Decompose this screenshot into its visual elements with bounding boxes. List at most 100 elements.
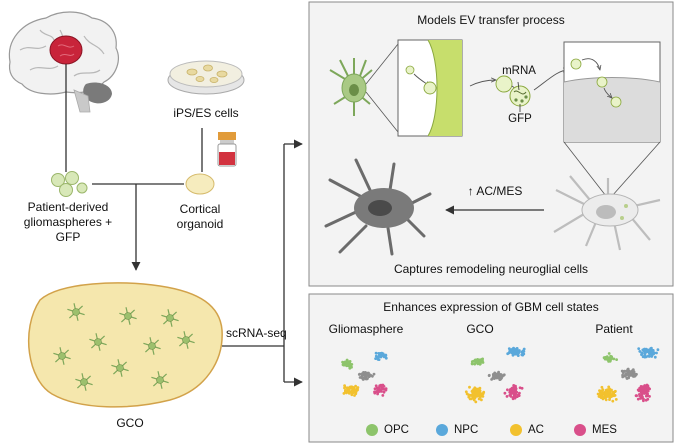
scatter-point (487, 374, 491, 377)
legend-npc: NPC (436, 424, 478, 436)
scatter-plot-1 (341, 351, 388, 397)
scatter-point (607, 390, 611, 394)
scatter-point (480, 398, 483, 402)
scatter-point (631, 368, 635, 372)
scatter-point (381, 394, 385, 397)
scatter-point (346, 359, 349, 363)
gco-green-cell (151, 371, 169, 389)
scatter-point (655, 351, 658, 355)
scatter-plots (341, 346, 660, 404)
plot-title-gliomasphere: Gliomasphere (328, 322, 404, 336)
scatter-point (343, 386, 346, 390)
scatter-plot-2 (464, 346, 526, 404)
scatter-point (634, 372, 638, 376)
scatter-point (602, 356, 606, 360)
scatter-point (646, 384, 649, 388)
scatter-point (626, 372, 630, 376)
patient-label-line-1: Patient-derived (27, 200, 109, 214)
scatter-point (380, 387, 383, 391)
scatter-point (374, 357, 377, 360)
scatter-point (373, 387, 377, 391)
scatter-point (374, 384, 378, 388)
scatter-point (512, 350, 516, 354)
scatter-point (606, 356, 609, 360)
gfp-cell-icon (329, 58, 373, 116)
ac-mes-label: ↑ AC/MES (467, 184, 523, 198)
scatter-point (379, 354, 382, 358)
scatter-point (606, 388, 610, 391)
scatter-point (650, 346, 653, 350)
legend-opc-swatch (366, 424, 378, 436)
scatter-point (506, 388, 509, 392)
scatter-point (474, 391, 478, 395)
gliomaspheres-icon (51, 171, 88, 197)
scatter-point (374, 354, 378, 358)
scatter-point (350, 393, 354, 397)
scatter-point (365, 373, 369, 377)
scatter-point (347, 389, 351, 393)
remodeled-glial-cell-icon (324, 158, 432, 256)
gco-green-cell (177, 331, 195, 349)
legend-npc-label: NPC (454, 424, 479, 436)
scatter-point (628, 372, 632, 376)
gco-green-cell (53, 347, 71, 365)
scatter-point (364, 371, 367, 374)
scatter-point (638, 393, 641, 396)
scatter-point (360, 376, 364, 379)
scatter-point (382, 390, 386, 394)
scatter-point (637, 347, 641, 350)
scatter-point (648, 395, 651, 398)
patient-label-line-3: GFP (55, 230, 81, 244)
gco-green-cell (67, 303, 85, 321)
scatter-point (520, 386, 524, 390)
scatter-point (480, 358, 483, 362)
scatter-point (470, 362, 474, 366)
plot-title-patient: Patient (595, 322, 633, 336)
scatter-point (345, 363, 349, 367)
scatter-point (623, 374, 627, 378)
reagent-vial-icon (217, 132, 237, 167)
scatter-point (517, 351, 520, 355)
gbm-states-panel (308, 293, 674, 443)
scatter-point (512, 387, 516, 391)
scatter-point (482, 390, 486, 394)
patient-gliomaspheres-label: Patient-derived gliomaspheres + GFP (8, 200, 128, 245)
brain-icon (8, 11, 119, 113)
scatter-point (515, 390, 519, 394)
scatter-point (372, 372, 376, 376)
scatter-point (358, 372, 362, 376)
scatter-point (609, 357, 613, 360)
scatter-point (601, 391, 604, 395)
scatter-point (600, 395, 604, 398)
scatter-point (344, 389, 347, 393)
scatter-point (378, 352, 382, 355)
gco-label: GCO (116, 416, 144, 430)
scatter-point (367, 371, 370, 375)
scatter-point (465, 392, 469, 396)
scatter-point (470, 397, 473, 401)
gco-green-cell (75, 373, 93, 391)
mrna-label: mRNA (502, 65, 536, 77)
scatter-point (342, 392, 346, 395)
scatter-point (509, 395, 513, 398)
scatter-point (615, 358, 618, 361)
scatter-point (605, 392, 609, 396)
scatter-point (354, 384, 357, 388)
scatter-point (384, 356, 388, 360)
scatter-point (493, 373, 497, 376)
scatter-point (341, 363, 345, 367)
scatter-point (632, 370, 636, 374)
scatter-point (384, 388, 388, 392)
gco-green-cell (119, 307, 137, 325)
scatter-point (366, 377, 369, 380)
scatter-point (513, 348, 517, 351)
scatter-point (646, 392, 649, 396)
cortical-label-line-2: organoid (176, 217, 224, 231)
scatter-point (468, 385, 471, 389)
scatter-point (611, 390, 615, 394)
scatter-point (509, 392, 513, 395)
scatter-point (598, 392, 602, 396)
legend-ac: AC (510, 424, 544, 436)
